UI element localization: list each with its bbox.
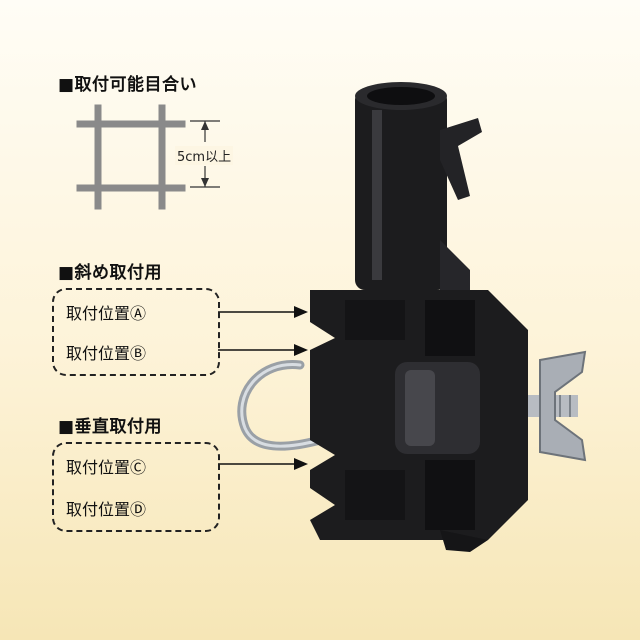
wire-hook <box>237 360 325 451</box>
mesh-heading: ■取付可能目合い <box>58 75 198 95</box>
position-d-label: 取付位置Ⓓ <box>66 500 147 519</box>
insulator-product <box>237 82 587 552</box>
side-clip <box>440 118 482 200</box>
position-a-label: 取付位置Ⓐ <box>66 304 147 323</box>
vertical-positions-box <box>52 442 220 532</box>
dimension-marker <box>190 120 220 188</box>
mesh-spacing-label: 5cm以上 <box>175 146 234 165</box>
upper-tube <box>355 90 447 290</box>
diagonal-heading: ■斜め取付用 <box>58 263 163 283</box>
position-arrows <box>218 306 308 470</box>
vertical-heading: ■垂直取付用 <box>58 417 163 437</box>
position-c-label: 取付位置Ⓒ <box>66 458 147 477</box>
mesh-grid-diagram <box>76 104 186 210</box>
wing-nut <box>539 350 587 462</box>
position-b-label: 取付位置Ⓑ <box>66 344 147 363</box>
diagonal-positions-box <box>52 288 220 376</box>
